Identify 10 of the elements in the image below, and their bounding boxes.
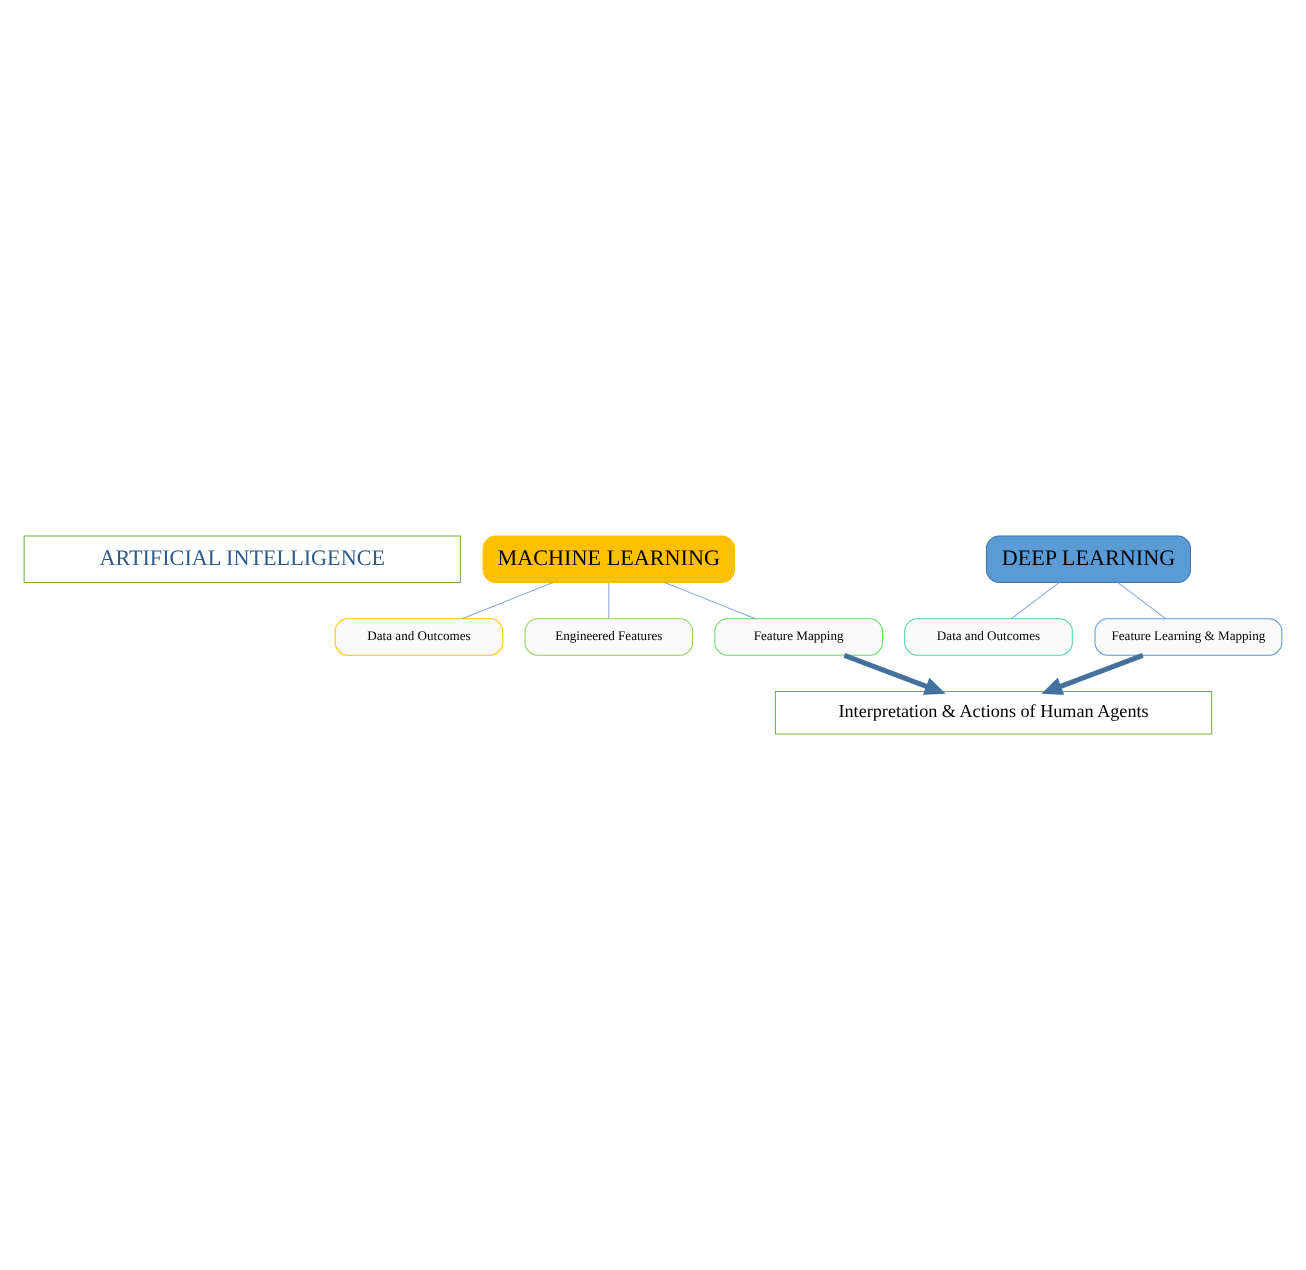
node-box: DEEP LEARNING (986, 535, 1191, 583)
connector (1010, 582, 1060, 620)
node-box: MACHINE LEARNING (482, 535, 736, 583)
node-box: Interpretation & Actions of Human Agents (774, 691, 1213, 735)
node-box: ARTIFICIAL INTELLIGENCE (23, 535, 461, 583)
connector (461, 582, 554, 620)
arrow (1041, 652, 1144, 695)
connector (608, 582, 610, 620)
connector (664, 582, 756, 620)
connector (1117, 582, 1167, 620)
